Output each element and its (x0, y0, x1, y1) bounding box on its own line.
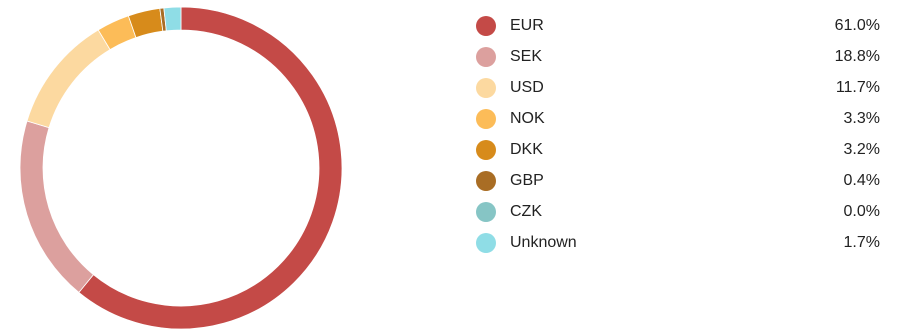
legend-item-czk[interactable]: CZK 0.0% (476, 196, 880, 227)
legend-item-dkk[interactable]: DKK 3.2% (476, 134, 880, 165)
donut-slice-unknown[interactable] (163, 6, 182, 32)
legend-value: 61.0% (834, 16, 880, 34)
legend-value: 18.8% (834, 47, 880, 65)
legend-label: SEK (510, 47, 543, 65)
legend-swatch-nok (476, 108, 496, 129)
legend-swatch-czk (476, 201, 496, 222)
legend-label: NOK (510, 109, 545, 127)
legend-swatch-usd (476, 77, 496, 98)
legend-value: 0.4% (843, 171, 880, 189)
legend-value: 3.3% (843, 109, 880, 127)
legend-label: DKK (510, 140, 543, 158)
legend-label: EUR (510, 16, 544, 34)
legend-label: GBP (510, 171, 544, 189)
legend-value: 3.2% (843, 140, 880, 158)
legend-swatch-unknown (476, 232, 496, 253)
currency-donut-chart (19, 6, 343, 329)
legend-swatch-sek (476, 46, 496, 67)
legend-swatch-dkk (476, 139, 496, 160)
legend-item-unknown[interactable]: Unknown 1.7% (476, 227, 880, 258)
legend-swatch-gbp (476, 170, 496, 191)
legend-label: USD (510, 78, 544, 96)
legend-item-eur[interactable]: EUR 61.0% (476, 10, 880, 41)
legend-value: 11.7% (835, 78, 880, 96)
legend-item-nok[interactable]: NOK 3.3% (476, 103, 880, 134)
donut-slices (19, 6, 343, 329)
donut-slice-eur[interactable] (78, 6, 343, 329)
legend-item-gbp[interactable]: GBP 0.4% (476, 165, 880, 196)
legend-item-usd[interactable]: USD 11.7% (476, 72, 880, 103)
legend-label: CZK (510, 202, 542, 220)
chart-legend: EUR 61.0% SEK 18.8% USD 11.7% NOK 3.3% DKK 3.2% GB… (476, 10, 880, 258)
legend-label: Unknown (510, 233, 577, 251)
legend-item-sek[interactable]: SEK 18.8% (476, 41, 880, 72)
legend-swatch-eur (476, 15, 496, 36)
legend-value: 1.7% (843, 233, 880, 251)
donut-slice-sek[interactable] (19, 120, 95, 294)
legend-value: 0.0% (843, 202, 880, 220)
donut-slice-usd[interactable] (26, 29, 111, 129)
